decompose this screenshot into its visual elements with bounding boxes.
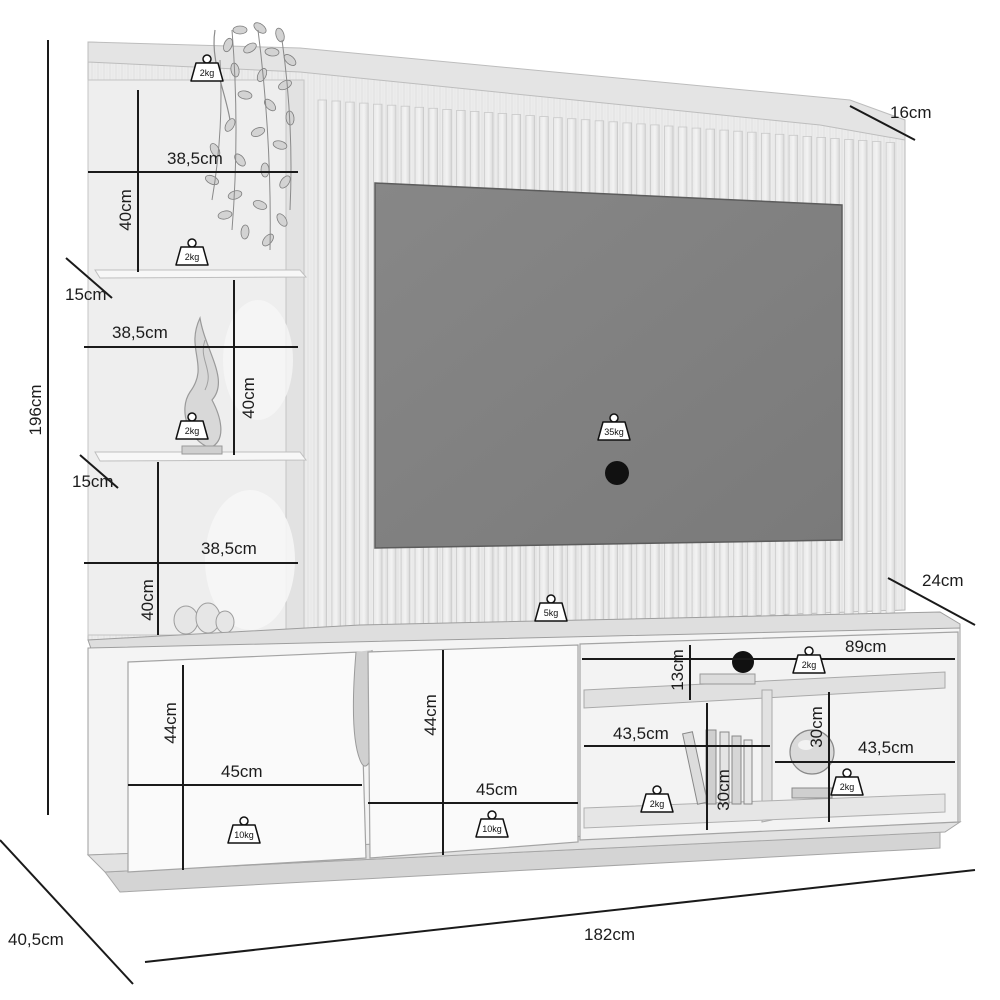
weight-icon: 2kg — [175, 412, 209, 440]
plant-leaf — [237, 90, 253, 100]
label-door-width-left: 45cm — [221, 762, 263, 781]
weight-label: 35kg — [604, 427, 624, 437]
label-niche-height-top: 40cm — [116, 189, 135, 231]
label-panel-depth: 16cm — [890, 103, 932, 122]
cable-hole-icon — [732, 651, 754, 673]
label-lower-niche-width-right: 43,5cm — [858, 738, 914, 757]
plant-leaf — [278, 79, 292, 91]
weight-icon: 2kg — [792, 646, 826, 674]
plant-decoration — [205, 22, 297, 251]
label-open-compartment-height: 13cm — [668, 649, 687, 691]
device-decoration — [699, 673, 756, 685]
plant-leaf — [275, 27, 285, 43]
weight-icon: 10kg — [475, 810, 509, 838]
slat — [885, 142, 896, 631]
dimension-labels: 196cm 40,5cm 182cm 16cm 24cm 15cm 15cm 3… — [8, 103, 964, 949]
plant-leaf — [276, 213, 288, 227]
label-niche-height-middle: 40cm — [239, 377, 258, 419]
label-door-height-left: 44cm — [161, 702, 180, 744]
plant-leaf — [253, 22, 267, 34]
tv-screen — [374, 182, 843, 549]
label-open-compartment-width: 89cm — [845, 637, 887, 656]
plant-leaf — [240, 224, 250, 240]
label-total-depth: 40,5cm — [8, 930, 64, 949]
weight-label: 2kg — [185, 426, 200, 436]
plant-leaf — [250, 127, 266, 137]
slat — [331, 100, 341, 631]
plant-leaf — [272, 140, 288, 150]
slat — [858, 140, 868, 631]
label-door-width-right: 45cm — [476, 780, 518, 799]
glass-shelf-middle — [94, 451, 307, 462]
weight-label: 2kg — [200, 68, 215, 78]
slat — [871, 141, 882, 631]
plant-leaf — [223, 37, 233, 53]
weight-label: 2kg — [802, 660, 817, 670]
plant-leaf — [232, 25, 248, 35]
label-lower-niche-width-left: 43,5cm — [613, 724, 669, 743]
weight-label: 2kg — [185, 252, 200, 262]
weight-label: 10kg — [234, 830, 254, 840]
dimension-lines — [0, 40, 976, 985]
weight-icon: 2kg — [175, 238, 209, 266]
plant-leaf — [224, 118, 236, 132]
plant-leaf — [252, 200, 268, 210]
label-niche-height-bottom: 40cm — [138, 579, 157, 621]
weight-label: 10kg — [482, 824, 502, 834]
label-door-height-right: 44cm — [421, 694, 440, 736]
label-niche-width-bottom: 38,5cm — [201, 539, 257, 558]
weight-icon: 5kg — [534, 594, 568, 622]
weight-icon: 10kg — [227, 816, 261, 844]
plant-leaf — [227, 190, 243, 200]
slat — [317, 99, 328, 631]
label-niche-width-middle: 38,5cm — [112, 323, 168, 342]
rack-base — [86, 611, 962, 893]
plant-leaf — [264, 47, 280, 57]
cable-hole-icon — [605, 461, 629, 485]
slat — [359, 102, 369, 631]
weight-icon: 2kg — [830, 768, 864, 796]
slat — [844, 139, 854, 631]
plant-leaf — [279, 175, 291, 189]
label-lower-niche-height-right: 30cm — [807, 706, 826, 748]
weight-label: 2kg — [840, 782, 855, 792]
left-door — [127, 651, 367, 873]
plant-leaf — [243, 42, 257, 54]
label-shelf-gap-middle: 15cm — [72, 472, 114, 491]
weight-icon: 2kg — [640, 785, 674, 813]
plant-leaf — [262, 233, 274, 247]
weight-icon: 2kg — [190, 54, 224, 82]
label-total-width: 182cm — [584, 925, 635, 944]
slat — [345, 101, 355, 631]
label-rack-depth: 24cm — [922, 571, 964, 590]
label-lower-niche-height-left: 30cm — [714, 769, 733, 811]
weight-label: 2kg — [650, 799, 665, 809]
label-total-height: 196cm — [26, 384, 45, 435]
plant-leaf — [217, 210, 233, 220]
right-door — [367, 644, 579, 859]
weight-icons: 2kg 2kg 2kg 35kg 5kg 2kg 10kg 10kg 2kg 2kg — [175, 54, 864, 844]
weight-label: 5kg — [544, 608, 559, 618]
label-niche-width-top: 38,5cm — [167, 149, 223, 168]
glass-shelf-upper — [94, 269, 308, 279]
plant-leaf — [256, 68, 268, 82]
label-shelf-gap-upper: 15cm — [65, 285, 107, 304]
plant-leaf — [283, 54, 297, 66]
weight-icon: 35kg — [597, 413, 631, 441]
plant-leaf — [260, 162, 270, 178]
vases-decoration — [173, 602, 235, 635]
